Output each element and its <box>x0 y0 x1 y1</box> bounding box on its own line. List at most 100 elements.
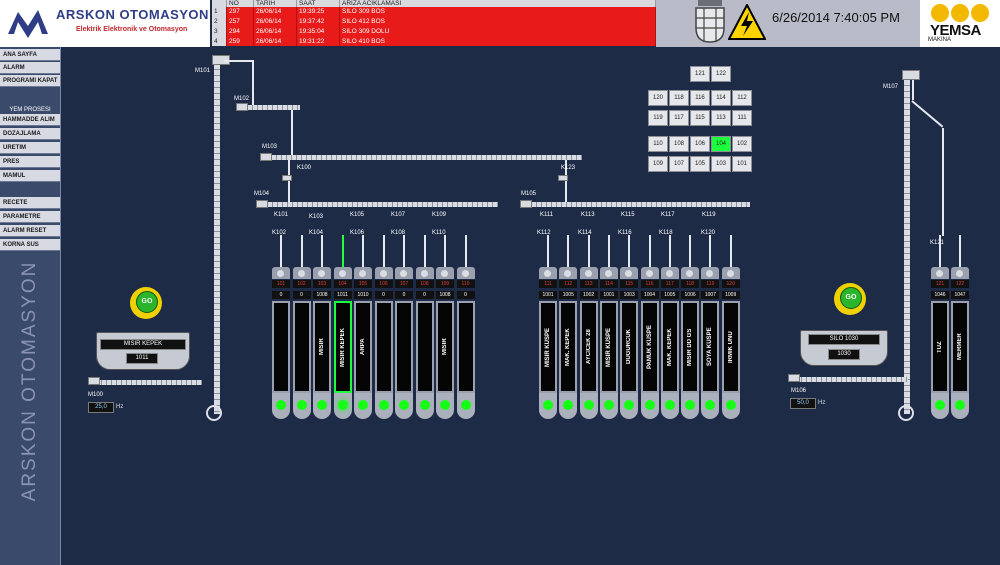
silo-status-led <box>296 400 307 410</box>
valve-k123[interactable] <box>558 175 568 181</box>
alarm-cell: 4 <box>212 36 227 46</box>
sidebar-item-alarm-reset[interactable]: ALARM RESET <box>0 225 60 237</box>
sidebar-item-hammadde-alim[interactable]: HAMMADDE ALIM <box>0 114 60 126</box>
m106-speed[interactable]: 50,0 <box>790 398 816 409</box>
silo-select-button[interactable]: 102 <box>732 136 752 152</box>
m100-speed[interactable]: 25,0 <box>88 402 114 413</box>
silo-select-button[interactable]: 111 <box>732 110 752 126</box>
silo-count: 1010 <box>354 291 372 299</box>
level-sensor-icon <box>400 270 407 277</box>
motor-m107[interactable] <box>902 70 920 80</box>
alarm-row[interactable]: 3 294 26/06/14 19:35:04 SILO 309 DOLU <box>212 26 656 37</box>
motor-m104[interactable] <box>256 200 268 208</box>
silo-cap <box>721 267 740 279</box>
sidebar-item-pres[interactable]: PRES <box>0 156 60 168</box>
silo-select-button[interactable]: 103 <box>711 156 731 172</box>
silo-body <box>292 301 311 393</box>
level-sensor-icon <box>338 270 346 277</box>
motor-m106[interactable] <box>788 374 800 382</box>
silo-body <box>436 301 454 393</box>
silo-select-button[interactable]: 121 <box>690 66 710 82</box>
silo-select-button[interactable]: 119 <box>648 110 668 126</box>
silo-select-button[interactable]: 116 <box>690 90 710 106</box>
sidebar-item-mamul[interactable]: MAMUL <box>0 170 60 182</box>
motor-m103[interactable] <box>260 153 272 161</box>
alarm-row[interactable]: 4 259 26/06/14 19:31:22 SILO 410 BOS <box>212 36 656 46</box>
level-sensor-icon <box>645 270 653 277</box>
silo-select-button[interactable]: 122 <box>711 66 731 82</box>
valve-k100[interactable] <box>282 175 292 181</box>
silo-body <box>559 301 578 393</box>
alarm-row[interactable]: 2 257 26/06/14 19:37:42 SILO 412 BOS <box>212 16 656 27</box>
level-sensor-icon <box>564 270 572 277</box>
silo-select-button[interactable]: 109 <box>648 156 668 172</box>
silo-select-button[interactable]: 110 <box>648 136 668 152</box>
sidebar: ANA SAYFA ALARM PROGRAMI KAPAT YEM PROSE… <box>0 47 61 565</box>
elevator-boot-gear-icon <box>206 405 222 421</box>
silo-select-button[interactable]: 104 <box>711 136 731 152</box>
elevator-boot-gear-icon <box>898 405 914 421</box>
silo-select-button[interactable]: 112 <box>732 90 752 106</box>
silo-feed-pipe <box>300 235 303 267</box>
valve-label-k102: K102 <box>272 230 287 236</box>
silo-body <box>701 301 720 393</box>
silo-select-button[interactable]: 117 <box>669 110 689 126</box>
silo-cap <box>951 267 969 279</box>
sidebar-item-ana-sayfa[interactable]: ANA SAYFA <box>0 49 60 61</box>
silo-select-button[interactable]: 107 <box>669 156 689 172</box>
alarm-row[interactable]: 1 297 26/06/14 19:39:25 SILO 309 BOS <box>212 7 656 17</box>
silo-id: 109 <box>436 280 454 288</box>
silo-select-button[interactable]: 113 <box>711 110 731 126</box>
silo-select-button[interactable]: 115 <box>690 110 710 126</box>
silo-select-button[interactable]: 105 <box>690 156 710 172</box>
silo-select-button[interactable]: 118 <box>669 90 689 106</box>
motor-m100[interactable] <box>88 377 100 385</box>
silo-material: AYCICEK 28 <box>585 329 592 365</box>
level-sensor-icon <box>318 270 325 277</box>
sidebar-item-recete[interactable]: RECETE <box>0 197 60 209</box>
sidebar-item-programi-kapat[interactable]: PROGRAMI KAPAT <box>0 75 60 87</box>
silo-body <box>313 301 331 393</box>
go-button-right[interactable]: GO <box>834 283 866 315</box>
sidebar-item-uretim[interactable]: URETIM <box>0 142 60 154</box>
sidebar-item-korna-sus[interactable]: KORNA SUS <box>0 239 60 251</box>
silo-select-button[interactable]: 101 <box>732 156 752 172</box>
silo-material <box>457 303 475 391</box>
silo-feed-pipe <box>547 235 549 267</box>
go-button-left[interactable]: GO <box>130 287 162 319</box>
silo-cap <box>701 267 720 279</box>
sidebar-item-alarm[interactable]: ALARM <box>0 62 60 74</box>
motor-m102[interactable] <box>236 103 248 111</box>
sidebar-item-parametre[interactable]: PARAMETRE <box>0 211 60 223</box>
sidebar-item-dozajlama[interactable]: DOZAJLAMA <box>0 128 60 140</box>
silo-select-button[interactable]: 120 <box>648 90 668 106</box>
silo-select-button[interactable]: 114 <box>711 90 731 106</box>
silo-feed-pipe <box>423 235 426 267</box>
silo-select-button[interactable]: 106 <box>690 136 710 152</box>
motor-m105[interactable] <box>520 200 532 208</box>
valve-label-k112: K112 <box>537 230 551 236</box>
silo-select-button[interactable]: 108 <box>669 136 689 152</box>
